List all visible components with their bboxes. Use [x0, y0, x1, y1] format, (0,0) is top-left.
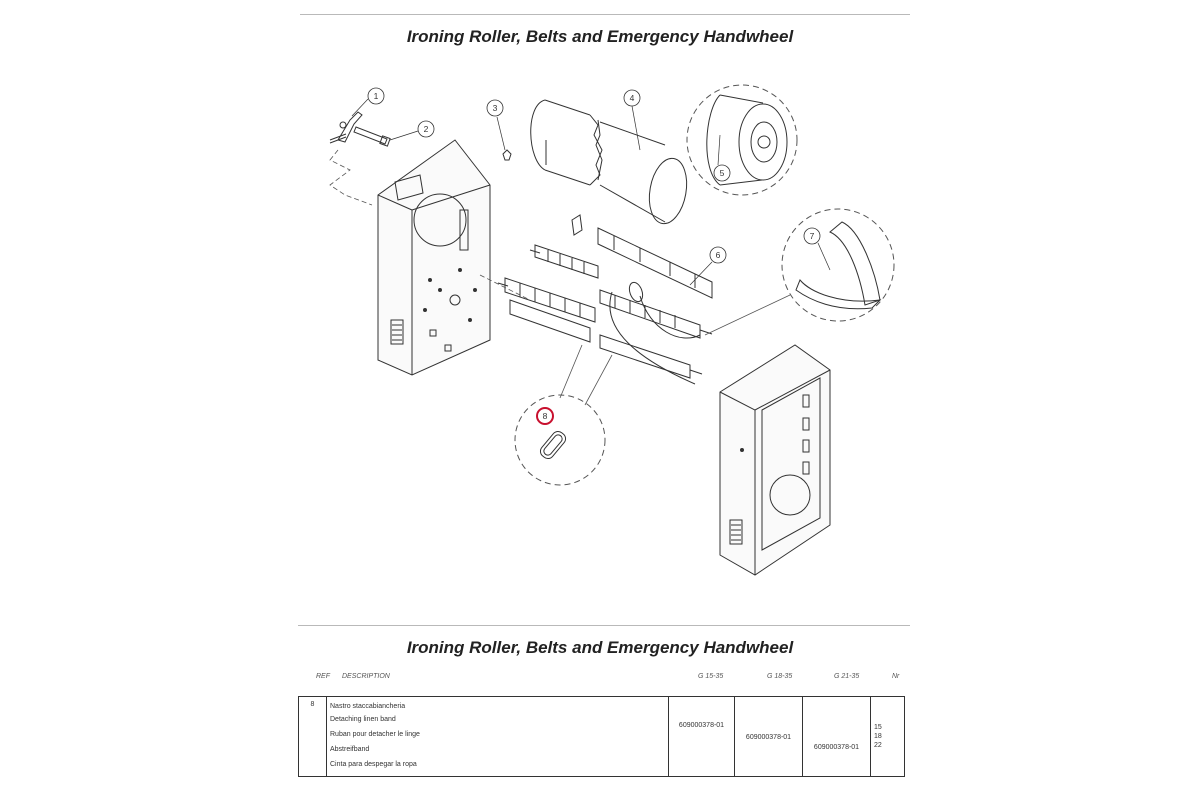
right-side-frame: [719, 344, 831, 576]
leader-lines: [479, 274, 791, 406]
roller-end-detail: [686, 84, 798, 196]
ref-cell: 8: [298, 696, 327, 777]
callout-5: 5: [713, 134, 731, 182]
quantity-cell: 15 18 22: [870, 696, 905, 777]
svg-text:5: 5: [720, 168, 725, 178]
description-en: Detaching linen band: [330, 716, 396, 723]
svg-text:8: 8: [543, 411, 548, 421]
header-g18: G 18-35: [767, 673, 793, 680]
table-row: 8 Nastro staccabiancheria Detaching line…: [298, 696, 905, 777]
part-number-g18: 609000378-01: [745, 734, 792, 741]
left-side-frame: [377, 139, 491, 376]
svg-text:2: 2: [424, 124, 429, 134]
quantity-22: 22: [874, 742, 882, 749]
belt-detail: [781, 208, 895, 322]
exploded-diagram: 1 2 3 4 5 6 7 8: [329, 84, 895, 576]
emergency-handwheel: [329, 111, 363, 144]
callout-4: 4: [623, 89, 641, 151]
quantity-15: 15: [874, 724, 882, 731]
svg-text:7: 7: [810, 231, 815, 241]
part-number-g15-cell: 609000378-01: [668, 696, 735, 777]
description-es: Cinta para despegar la ropa: [330, 761, 417, 768]
svg-text:3: 3: [493, 103, 498, 113]
callout-3: 3: [486, 99, 504, 117]
callout-6: 6: [689, 246, 727, 286]
callout-2: 2: [389, 120, 435, 141]
ironing-roller-cylinder: [530, 99, 688, 225]
detaching-band-detail: [514, 394, 606, 486]
quantity-18: 18: [874, 733, 882, 740]
description-de: Abstreifband: [330, 746, 370, 753]
header-description: DESCRIPTION: [342, 673, 390, 680]
header-g21: G 21-35: [834, 673, 860, 680]
part-number-g21: 609000378-01: [813, 744, 860, 751]
callout-7: 7: [803, 227, 831, 271]
table-title: Ironing Roller, Belts and Emergency Hand…: [406, 638, 794, 657]
description-cell: Nastro staccabiancheria Detaching linen …: [326, 696, 669, 777]
description-fr: Ruban pour detacher le linge: [330, 731, 420, 738]
top-rule: [300, 14, 910, 15]
svg-text:1: 1: [374, 91, 379, 101]
parts-table: 8 Nastro staccabiancheria Detaching line…: [298, 696, 905, 777]
callout-8-highlighted: 8: [536, 407, 554, 425]
part-number-g15: 609000378-01: [678, 722, 725, 729]
callout-1: 1: [351, 87, 385, 117]
svg-text:4: 4: [630, 93, 635, 103]
part-number-g21-cell: 609000378-01: [802, 696, 871, 777]
handwheel-shaft: [353, 126, 391, 147]
svg-text:6: 6: [716, 250, 721, 260]
middle-rule: [298, 625, 910, 626]
page-title: Ironing Roller, Belts and Emergency Hand…: [406, 27, 794, 46]
small-star-part: [502, 149, 512, 161]
header-nr: Nr: [892, 673, 900, 680]
part-number-g18-cell: 609000378-01: [734, 696, 803, 777]
header-ref: REF: [316, 673, 330, 680]
roller-assembly: [497, 244, 713, 385]
description-it: Nastro staccabiancheria: [330, 703, 406, 710]
header-g15: G 15-35: [698, 673, 724, 680]
support-bar: [571, 214, 713, 299]
